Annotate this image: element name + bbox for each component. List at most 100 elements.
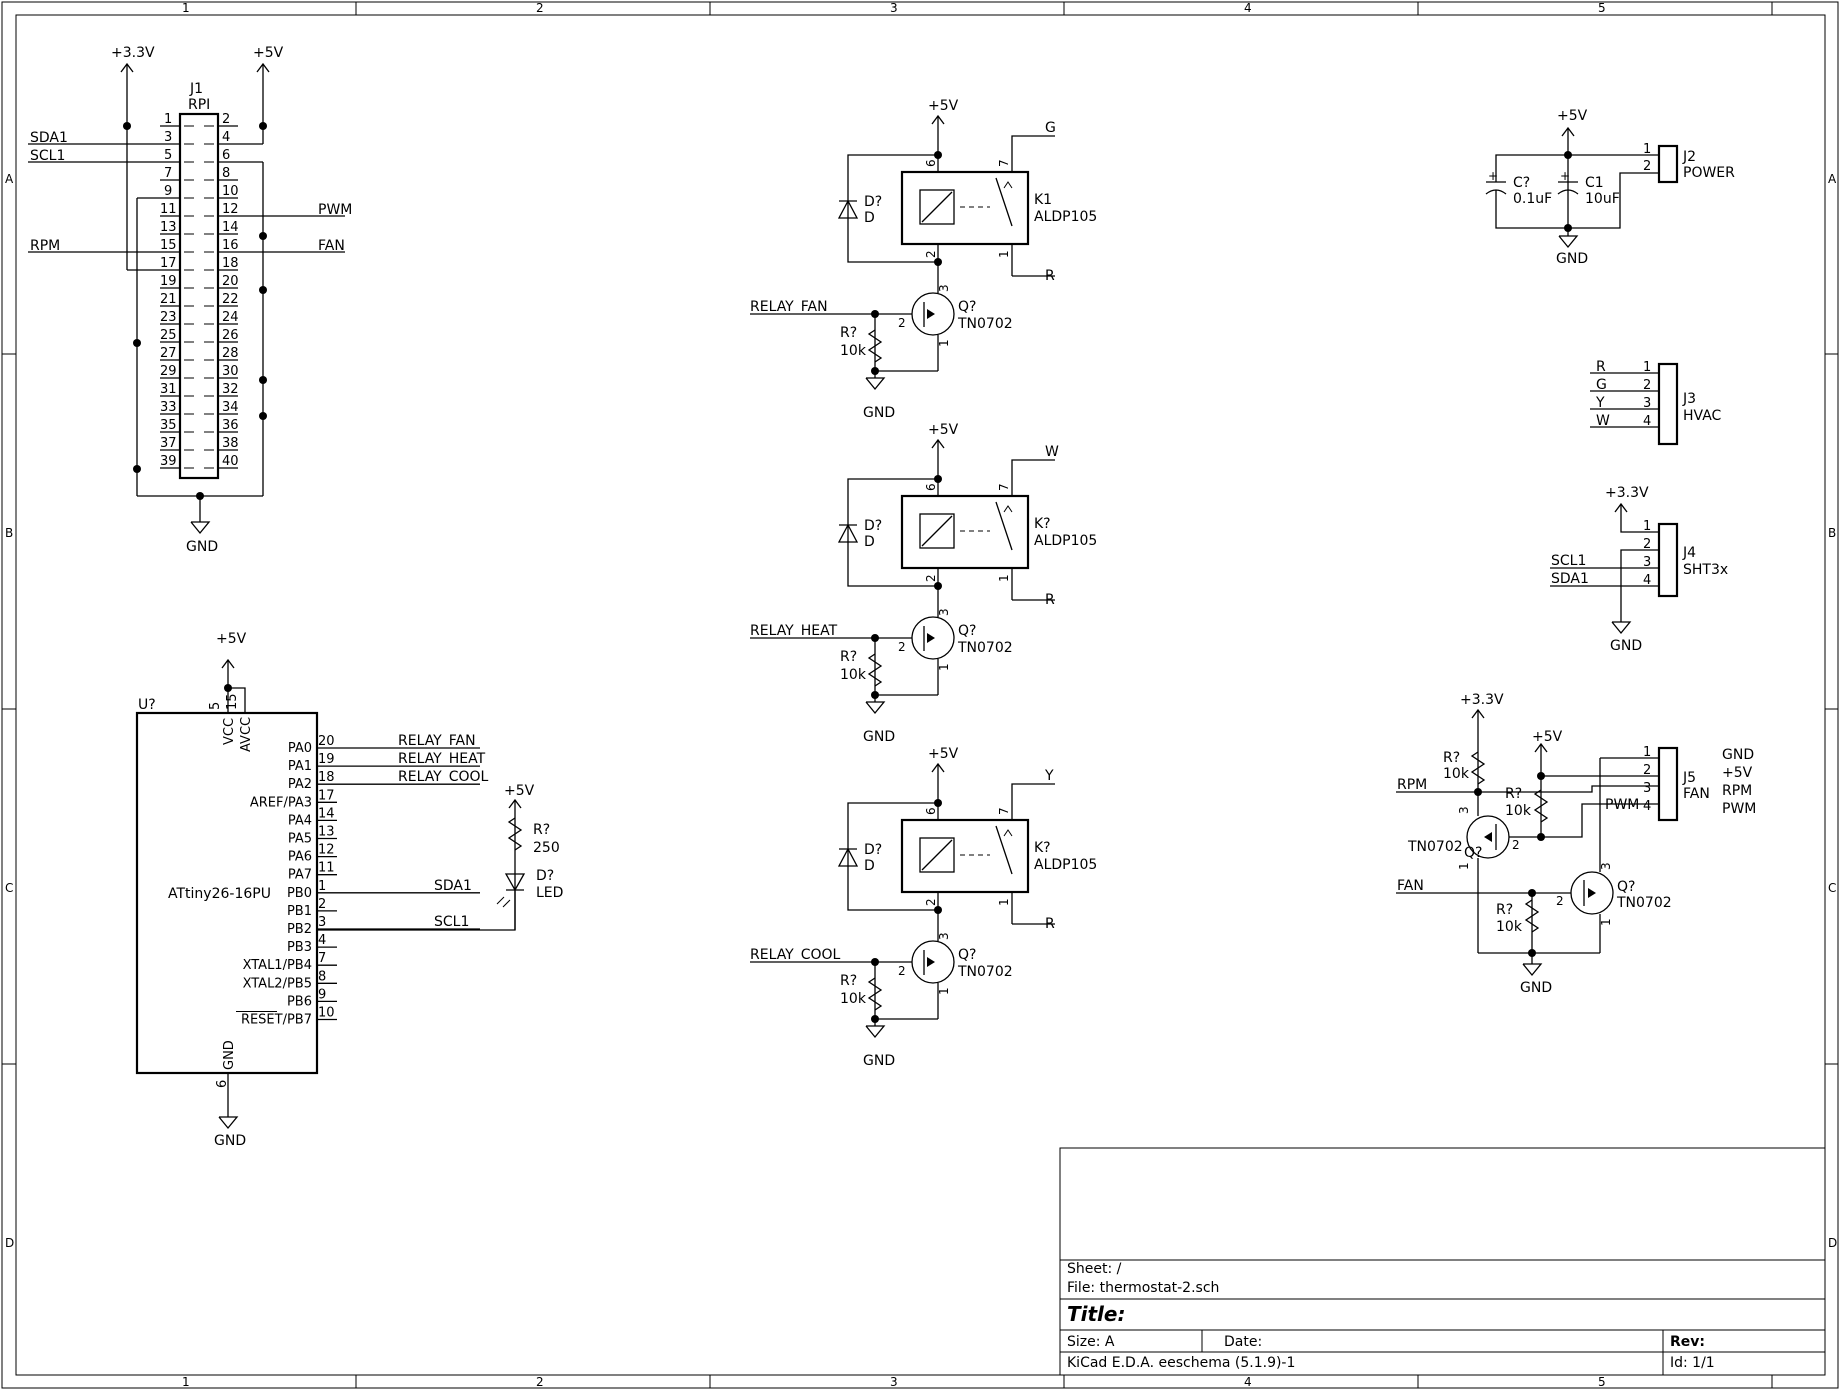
relay-value: ALDP105	[1034, 857, 1097, 873]
u1-pin-name: PB0	[287, 886, 312, 901]
u1-pin-name: XTAL1/PB4	[243, 958, 312, 973]
net-label-relay-out: W	[1045, 444, 1059, 460]
j1-pin-num: 16	[222, 238, 239, 253]
resistor-ref: R?	[1505, 786, 1522, 802]
j3-pin-num: 3	[1643, 396, 1651, 411]
u1-pin-name: RESET/PB7	[241, 1013, 312, 1028]
row-label-left: A	[5, 172, 14, 186]
net-label-relay-out: R	[1045, 916, 1055, 932]
j1-pin-num: 37	[160, 436, 177, 451]
relay-pin-num: 1	[997, 898, 1011, 906]
q-pin-num: 3	[937, 284, 951, 292]
led-ref: D?	[536, 868, 554, 884]
transistor-value: TN0702	[957, 640, 1013, 656]
j3-net-label: W	[1596, 413, 1610, 429]
resistor-ref: R?	[840, 649, 857, 665]
j1-pin-num: 24	[222, 310, 239, 325]
relay-pin-num: 6	[924, 159, 938, 167]
j1-pin-num: 35	[160, 418, 177, 433]
u1-pin-num: 9	[318, 987, 326, 1002]
j2-power-connector: J2 POWER 1 2 +5V GND + + C? 0.1uF C1 10u…	[1485, 108, 1735, 267]
u1-pin-name: PA0	[288, 741, 312, 756]
title-block-file: File: thermostat-2.sch	[1067, 1280, 1219, 1296]
j1-pin-num: 40	[222, 454, 239, 469]
col-label-bottom: 4	[1244, 1375, 1252, 1389]
u1-pin-num: 8	[318, 969, 326, 984]
resistor-value: 10k	[840, 667, 867, 683]
j1-pin-num: 4	[222, 130, 230, 145]
u1-pin-name: PA7	[288, 868, 312, 883]
q-pin-num: 3	[1599, 862, 1613, 870]
resistor-value: 10k	[840, 343, 867, 359]
title-block-sheet: Sheet: /	[1067, 1261, 1122, 1277]
j2-pin-num: 1	[1643, 142, 1651, 157]
u1-pin-name: PA5	[288, 832, 312, 847]
svg-text:+: +	[1560, 169, 1570, 183]
j4-ref: J4	[1682, 545, 1696, 561]
q-pin-num: 1	[1457, 862, 1471, 870]
diode-ref: D?	[864, 518, 882, 534]
diode-value: D	[864, 534, 875, 550]
q-pin-num: 3	[937, 932, 951, 940]
j1-pin-num: 22	[222, 292, 239, 307]
u1-pin-num: 15	[225, 693, 240, 710]
net-label-fan: FAN	[1397, 878, 1424, 894]
diode-value: D	[864, 858, 875, 874]
j2-pin-num: 2	[1643, 159, 1651, 174]
u1-pin-num: 4	[318, 933, 326, 948]
power-label: +5V	[928, 98, 959, 114]
j5-pin-function: RPM	[1722, 783, 1752, 799]
u1-pin-num: 5	[208, 702, 223, 710]
col-label-bottom: 1	[182, 1375, 190, 1389]
j1-pin-num: 23	[160, 310, 177, 325]
resistor-ref: R?	[840, 325, 857, 341]
j1-pin-num: 25	[160, 328, 177, 343]
relay-pin-num: 2	[924, 898, 938, 906]
j4-net-label: SCL1	[1551, 553, 1586, 569]
u1-pin-num: 18	[318, 770, 335, 785]
title-block-size: Size: A	[1067, 1334, 1115, 1350]
relay-value: ALDP105	[1034, 209, 1097, 225]
gnd-label: GND	[863, 1053, 895, 1069]
gnd-label: GND	[186, 539, 218, 555]
transistor-ref: Q?	[958, 299, 976, 315]
power-label: +5V	[928, 422, 959, 438]
j4-pin-num: 4	[1643, 573, 1651, 588]
col-label-top: 4	[1244, 1, 1252, 15]
col-label-bottom: 3	[890, 1375, 898, 1389]
cap-value: 10uF	[1585, 191, 1620, 207]
u1-pin-num: 12	[318, 843, 335, 858]
q-pin-num: 3	[937, 608, 951, 616]
j1-pin-num: 19	[160, 274, 177, 289]
q-pin-num: 1	[1599, 918, 1613, 926]
power-5v-j1: +5V	[238, 45, 284, 145]
row-label-right: B	[1828, 526, 1836, 540]
j1-pin-num: 5	[164, 148, 172, 163]
u1-pin-name: GND	[222, 1040, 237, 1070]
transistor-value: TN0702	[1616, 895, 1672, 911]
u1-pin-name: AREF/PA3	[250, 795, 312, 810]
j1-pin-num: 30	[222, 364, 239, 379]
u1-pin-name: VCC	[222, 718, 237, 745]
transistor-ref: Q?	[1617, 879, 1635, 895]
relay-ref: K1	[1034, 192, 1052, 208]
power-label: +5V	[504, 783, 535, 799]
row-label-right: C	[1828, 881, 1836, 895]
u1-pin-num: 1	[318, 879, 326, 894]
j1-pin-num: 26	[222, 328, 239, 343]
gnd-label: GND	[214, 1133, 246, 1149]
net-label-rpm: RPM	[30, 238, 60, 254]
u1-pin-name: AVCC	[239, 717, 254, 752]
u1-pin-name: PA4	[288, 813, 312, 828]
j1-pin-num: 39	[160, 454, 177, 469]
relay-ref: K?	[1034, 516, 1051, 532]
j5-value: FAN	[1683, 786, 1710, 802]
col-label-bottom: 5	[1598, 1375, 1606, 1389]
j5-pin-num: 4	[1643, 799, 1651, 814]
u1-pin-num: 14	[318, 806, 335, 821]
j1-pin-num: 12	[222, 202, 239, 217]
gnd-label: GND	[1556, 251, 1588, 267]
